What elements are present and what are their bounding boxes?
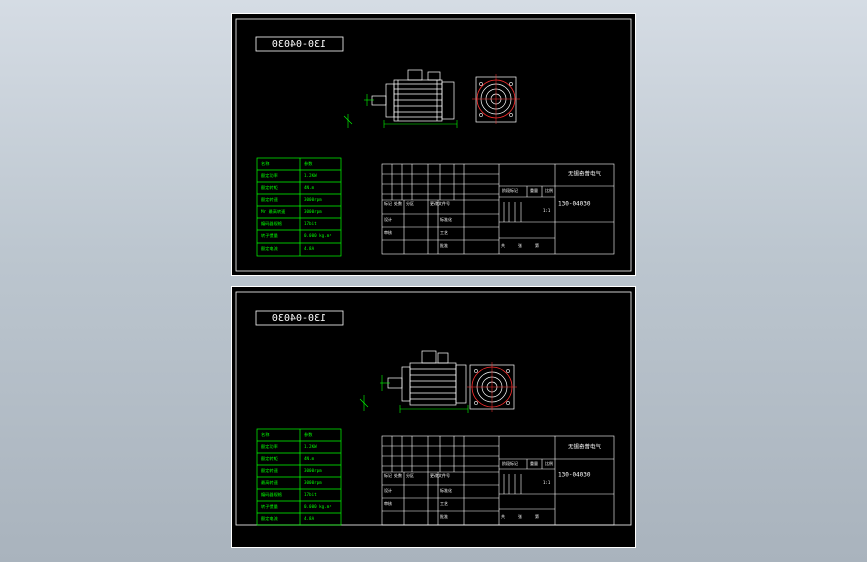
inner-frame bbox=[235, 291, 632, 526]
tb-label-sheet: 张 bbox=[518, 513, 522, 519]
tb-label-scale: 比例 bbox=[545, 460, 553, 466]
tb-label-change-doc: 更改文件号 bbox=[430, 472, 450, 478]
param-name: 转子惯量 bbox=[261, 232, 278, 239]
label-box bbox=[255, 310, 344, 326]
param-name: 额定电流 bbox=[261, 515, 279, 522]
tb-label-weight: 重量 bbox=[530, 460, 538, 466]
tb-label-approve: 批准 bbox=[440, 513, 448, 519]
tb-label-standard: 标准化 bbox=[440, 216, 452, 222]
drawing-sheet-bottom: 130-04030 bbox=[231, 286, 636, 548]
flange-end-view bbox=[472, 74, 520, 124]
param-value: 4.8A bbox=[304, 246, 315, 251]
tb-label-sheet: 张 bbox=[518, 242, 522, 248]
company-name: 无锡奇普电气 bbox=[568, 443, 602, 451]
drawing-sheet-top: 130-04030 bbox=[231, 13, 636, 276]
tb-label-mark: 标记 bbox=[384, 200, 392, 206]
param-value: 4N.m bbox=[304, 185, 315, 190]
param-value: 17bit bbox=[304, 221, 317, 226]
param-value: 3000rpm bbox=[304, 480, 322, 485]
param-name: 转子惯量 bbox=[261, 503, 278, 510]
param-name: 额定转矩 bbox=[261, 455, 278, 462]
tb-label-review: 审核 bbox=[384, 229, 392, 235]
param-value: 17bit bbox=[304, 492, 317, 497]
tb-label-zone: 分区 bbox=[406, 472, 414, 478]
tb-label-stage: 阶段标记 bbox=[502, 187, 518, 193]
tb-label-zone: 分区 bbox=[406, 200, 414, 206]
tb-label-review: 审核 bbox=[384, 500, 392, 506]
param-name: 额定转速 bbox=[261, 196, 279, 203]
param-table: 名称 参数 额定功率 1.2KW 额定转矩 4N.m 额定转速 3000rpm … bbox=[256, 157, 342, 257]
mirrored-model-label: 130-04030 bbox=[272, 39, 326, 50]
param-value: 4N.m bbox=[304, 456, 315, 461]
tb-label-count: 处数 bbox=[394, 472, 402, 478]
param-value: 0.000 kg.m² bbox=[304, 233, 332, 238]
param-name: 额定功率 bbox=[261, 443, 278, 450]
param-name: Mr 最高转速 bbox=[261, 208, 286, 215]
drawing-number: 130-04030 bbox=[558, 201, 591, 208]
cad-drawing-bottom: 130-04030 bbox=[235, 291, 632, 526]
tb-label-design: 设计 bbox=[384, 487, 392, 493]
motor-dimensions bbox=[343, 94, 458, 128]
motor-side-view bbox=[371, 69, 455, 122]
tb-label-scale: 比例 bbox=[545, 187, 553, 193]
tb-label-total: 共 bbox=[501, 242, 505, 248]
param-name: 额定转速 bbox=[261, 467, 279, 474]
label-box bbox=[255, 36, 344, 52]
tb-label-no: 第 bbox=[535, 242, 539, 248]
tb-label-process: 工艺 bbox=[440, 501, 448, 506]
param-header-value: 参数 bbox=[304, 431, 313, 438]
param-value: 4.8A bbox=[304, 516, 315, 521]
tb-label-approve: 批准 bbox=[440, 242, 448, 248]
tb-label-no: 第 bbox=[535, 513, 539, 519]
tb-label-weight: 重量 bbox=[530, 187, 538, 193]
inner-frame bbox=[235, 18, 632, 272]
param-table: 名称 参数 额定功率 1.2KW 额定转矩 4N.m 额定转速 3000rpm … bbox=[256, 428, 342, 526]
param-value: 3000rpm bbox=[304, 468, 322, 473]
tb-label-total: 共 bbox=[501, 513, 505, 519]
param-header-name: 名称 bbox=[261, 160, 269, 167]
param-name: 编码器规格 bbox=[261, 491, 283, 498]
cad-drawing-top: 130-04030 bbox=[235, 18, 632, 272]
tb-label-stage: 阶段标记 bbox=[502, 460, 518, 466]
tb-label-process: 工艺 bbox=[440, 230, 448, 235]
tb-label-count: 处数 bbox=[394, 200, 402, 206]
param-name: 编码器规格 bbox=[261, 220, 283, 227]
company-name: 无锡奇普电气 bbox=[568, 170, 602, 178]
flange-end-view bbox=[467, 362, 517, 412]
param-name: 额定功率 bbox=[261, 172, 278, 179]
param-value: 1.2KW bbox=[304, 173, 317, 178]
param-value: 3000rpm bbox=[304, 197, 322, 202]
param-name: 最高转速 bbox=[261, 479, 279, 486]
tb-ratio: 1:1 bbox=[543, 208, 551, 213]
param-header-value: 参数 bbox=[304, 160, 313, 167]
drawing-number: 130-04030 bbox=[558, 472, 591, 479]
param-name: 额定电流 bbox=[261, 245, 279, 252]
tb-label-mark: 标记 bbox=[384, 472, 392, 478]
title-block bbox=[381, 163, 615, 255]
tb-label-change-doc: 更改文件号 bbox=[430, 200, 450, 206]
param-header-name: 名称 bbox=[261, 431, 269, 438]
tb-label-standard: 标准化 bbox=[440, 487, 452, 493]
title-block bbox=[381, 435, 615, 526]
motor-side-view bbox=[387, 350, 467, 406]
param-value: 1.2KW bbox=[304, 444, 317, 449]
param-name: 额定转矩 bbox=[261, 184, 278, 191]
tb-ratio: 1:1 bbox=[543, 480, 551, 485]
mirrored-model-label: 130-04030 bbox=[272, 313, 326, 324]
motor-dimensions bbox=[359, 375, 469, 413]
param-value: 0.000 kg.m² bbox=[304, 504, 332, 509]
tb-label-design: 设计 bbox=[384, 216, 392, 222]
param-value: 3000rpm bbox=[304, 209, 322, 214]
